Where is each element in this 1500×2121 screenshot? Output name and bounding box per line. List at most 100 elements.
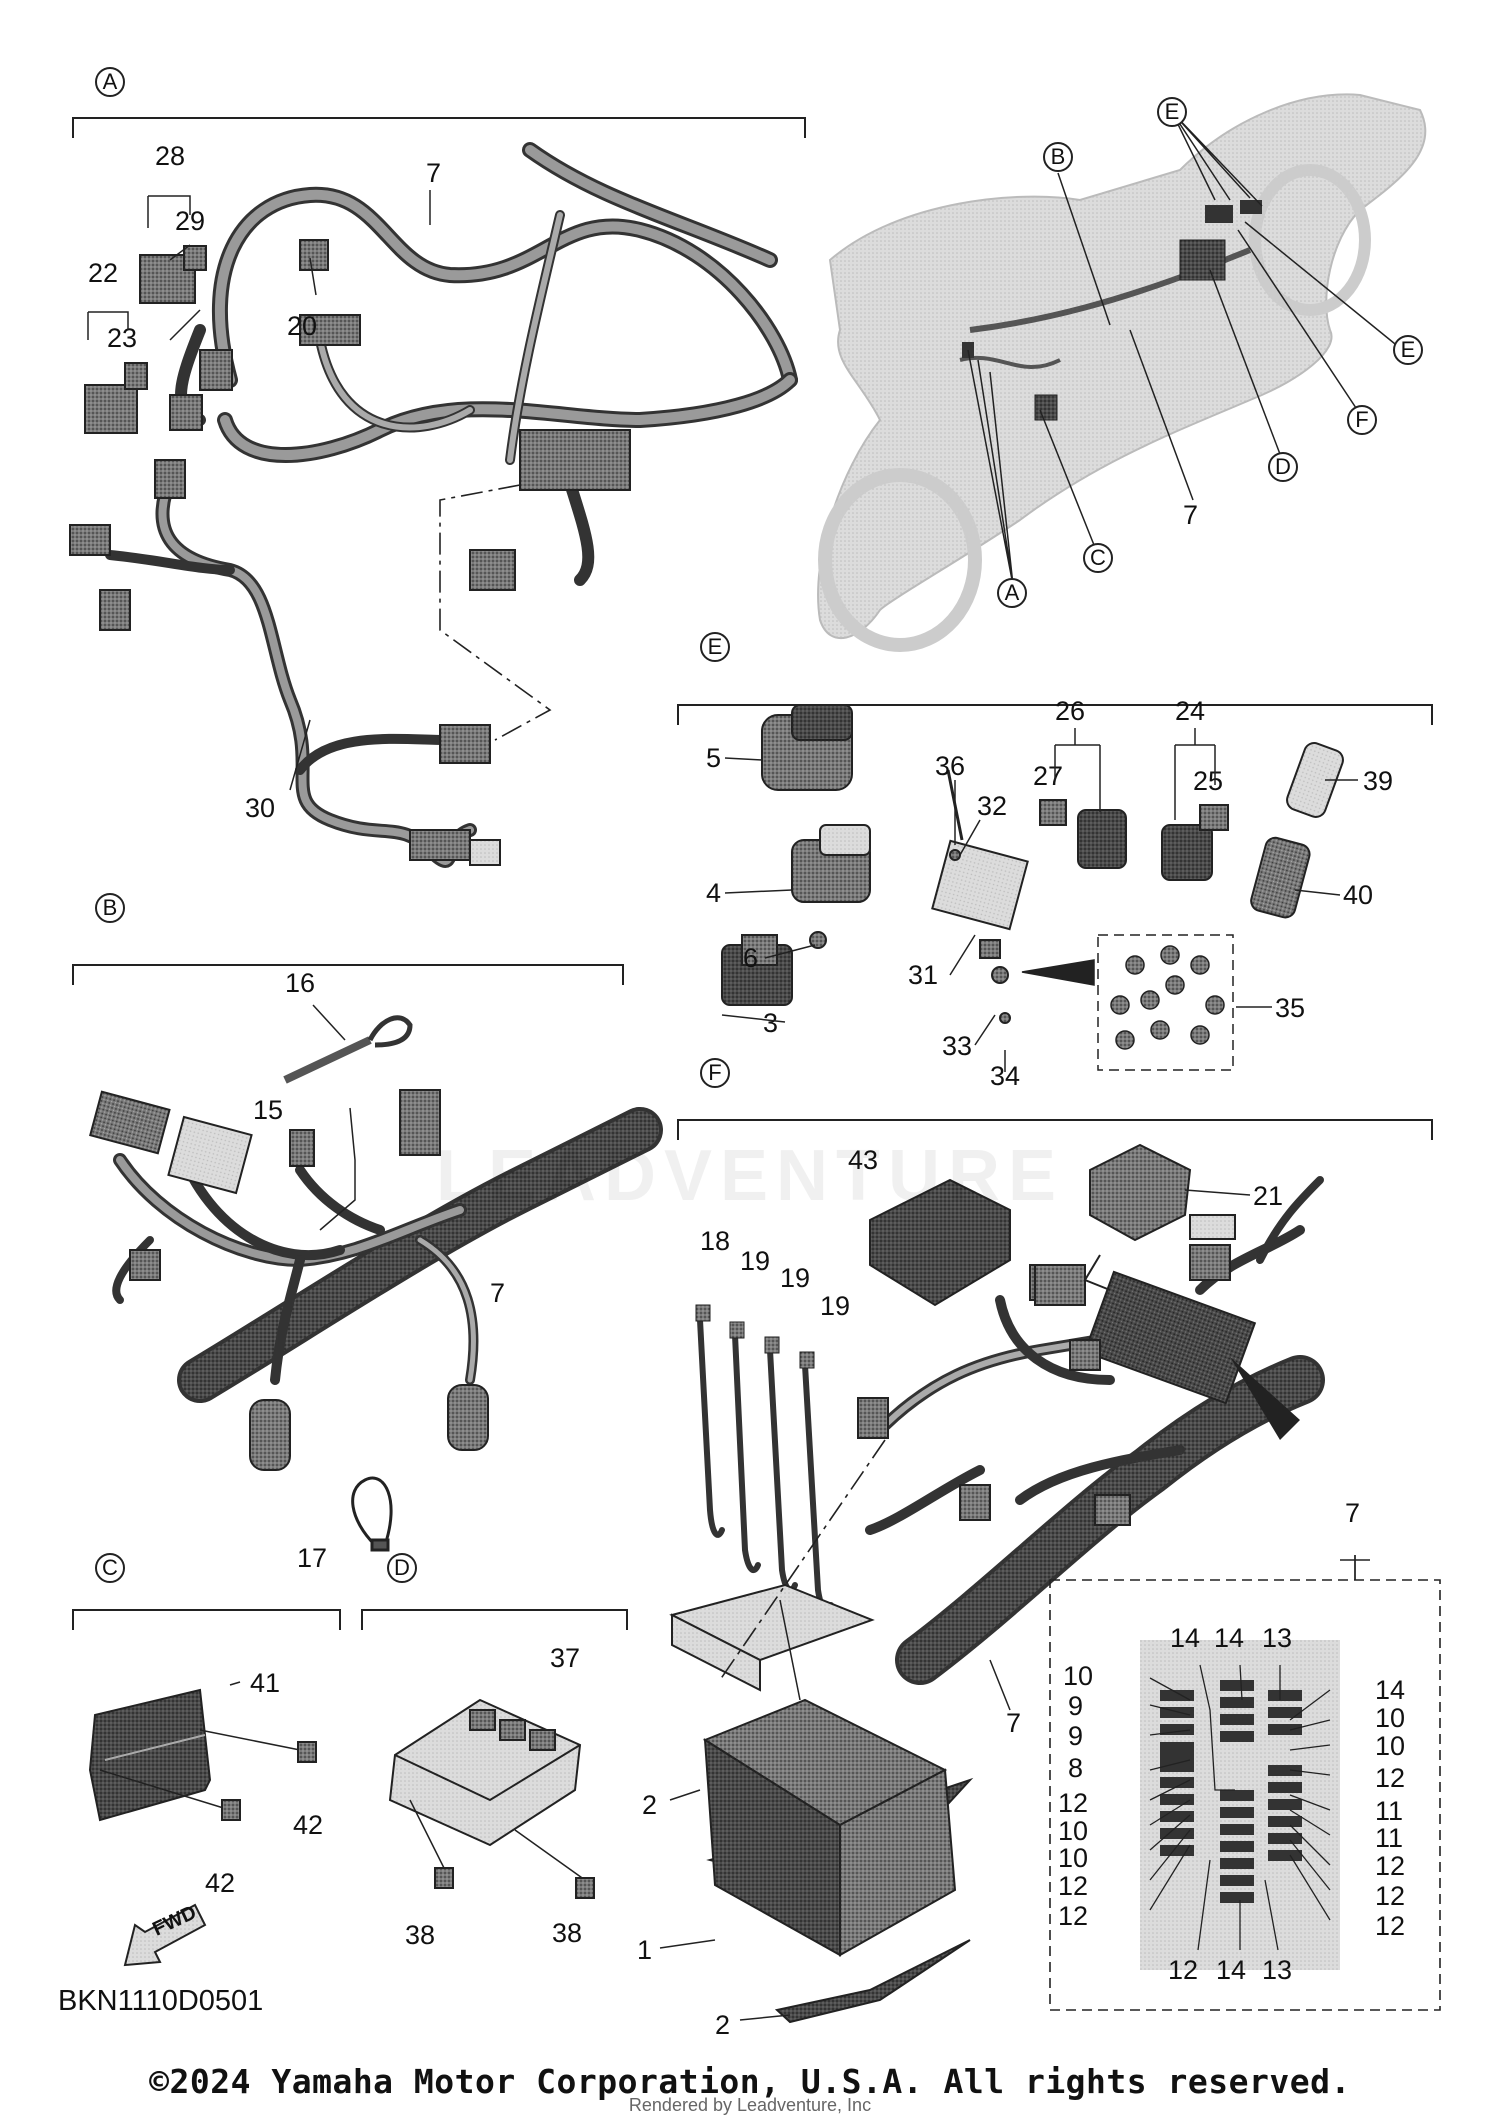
- fuse-label-right-9: 12: [1375, 1911, 1406, 1941]
- label-20: 20: [287, 311, 318, 341]
- label-38-right: 38: [552, 1918, 583, 1948]
- fuse-label-left-4: 8: [1068, 1753, 1084, 1783]
- fuse-label-top-3: 13: [1262, 1623, 1293, 1653]
- fuse-label-right-8: 12: [1375, 1881, 1406, 1911]
- label-1: 1: [637, 1935, 653, 1965]
- label-5: 5: [706, 743, 722, 773]
- harness-a-connectors: [84, 239, 631, 591]
- part-43-21: [869, 1143, 1192, 1307]
- relays-e: [721, 704, 1344, 1024]
- fuse-label-bottom-2: 14: [1216, 1955, 1247, 1985]
- fuse-label-right-5: 11: [1375, 1796, 1404, 1826]
- fuse-slot-center-1: [1220, 1680, 1254, 1691]
- label-43: 43: [848, 1145, 879, 1175]
- fuse-slot-left-3: [1160, 1724, 1194, 1735]
- overview-leaders: [967, 111, 1401, 586]
- leader-15: [319, 1107, 356, 1231]
- label-30: 30: [245, 793, 276, 823]
- fuse-slot-center-8: [1220, 1841, 1254, 1852]
- overview-callout-b: B: [1043, 142, 1073, 172]
- fuse-slot-right-5: [1268, 1782, 1302, 1793]
- overview-label-7: 7: [1183, 500, 1199, 530]
- fuse-label-left-9: 12: [1058, 1901, 1089, 1931]
- label-39: 39: [1363, 766, 1394, 796]
- fuse-label-left-1: 10: [1063, 1661, 1094, 1691]
- fuse-label-right-3: 10: [1375, 1731, 1406, 1761]
- fuse-slot-left-6: [1160, 1794, 1194, 1805]
- harness-f: [865, 1176, 1325, 1685]
- label-19-a: 19: [740, 1246, 771, 1276]
- fuse-slot-right-9: [1268, 1850, 1302, 1861]
- overview-callout-e-right: E: [1393, 335, 1423, 365]
- label-7-fusebox: 7: [1345, 1498, 1361, 1528]
- fuse-slot-center-4: [1220, 1731, 1254, 1742]
- label-37: 37: [550, 1643, 581, 1673]
- fuse-label-bottom-3: 13: [1262, 1955, 1293, 1985]
- harness-b-parts: [89, 1089, 489, 1471]
- label-4: 4: [706, 878, 722, 908]
- label-21: 21: [1253, 1181, 1284, 1211]
- overview-callout-f: F: [1347, 405, 1377, 435]
- fuse-kit-35: [1021, 934, 1234, 1071]
- label-25: 25: [1193, 766, 1224, 796]
- label-26: 26: [1055, 696, 1086, 726]
- label-38-left: 38: [405, 1920, 436, 1950]
- label-35: 35: [1275, 993, 1306, 1023]
- label-23: 23: [107, 323, 138, 353]
- fuse-slot-left-9: [1160, 1845, 1194, 1856]
- overview-callout-a: A: [997, 578, 1027, 608]
- fuse-label-left-7: 10: [1058, 1843, 1089, 1873]
- label-18: 18: [700, 1226, 731, 1256]
- fuse-slot-left-2: [1160, 1707, 1194, 1718]
- harness-f-parts: [857, 1214, 1257, 1526]
- label-42-left: 42: [205, 1868, 236, 1898]
- fuse-label-right-1: 14: [1375, 1675, 1406, 1705]
- ecu-41: [88, 1688, 317, 1822]
- label-28: 28: [155, 141, 186, 171]
- label-36: 36: [935, 751, 966, 781]
- fuse-label-left-8: 12: [1058, 1871, 1089, 1901]
- label-40: 40: [1343, 880, 1374, 910]
- label-15: 15: [253, 1095, 284, 1125]
- label-7-a: 7: [426, 158, 442, 188]
- fuse-label-right-4: 12: [1375, 1763, 1406, 1793]
- label-33: 33: [942, 1031, 973, 1061]
- fuse-slot-right-3: [1268, 1724, 1302, 1735]
- label-2-top: 2: [642, 1790, 658, 1820]
- fuse-label-right-6: 11: [1375, 1823, 1404, 1853]
- fuse-box-detail: [1049, 1555, 1441, 2011]
- label-2-bottom: 2: [715, 2010, 731, 2040]
- leader-a-30: [439, 484, 552, 741]
- fuse-label-right-2: 10: [1375, 1703, 1406, 1733]
- fuse-label-bottom-1: 12: [1168, 1955, 1199, 1985]
- section-a-marker: A: [95, 67, 125, 97]
- fwd-arrow: [123, 1903, 207, 1967]
- section-b-marker: B: [95, 893, 125, 923]
- label-16: 16: [285, 968, 316, 998]
- diagram-code: BKN1110D0501: [58, 1985, 264, 2017]
- fuse-slot-center-9: [1220, 1858, 1254, 1869]
- label-31: 31: [908, 960, 939, 990]
- fuse-slot-center-6: [1220, 1807, 1254, 1818]
- label-41: 41: [250, 1668, 281, 1698]
- tie-16: [283, 1015, 413, 1084]
- fuse-slot-right-6: [1268, 1799, 1302, 1810]
- leader-f-battery: [719, 1439, 886, 1681]
- copyright-notice: ©2024 Yamaha Motor Corporation, U.S.A. A…: [149, 2062, 1351, 2101]
- clamp-17: [351, 1476, 393, 1552]
- label-24: 24: [1175, 696, 1206, 726]
- label-19-c: 19: [820, 1291, 851, 1321]
- harness-a: [175, 142, 798, 586]
- fuse-label-right-7: 12: [1375, 1851, 1406, 1881]
- section-f-marker: F: [700, 1058, 730, 1088]
- section-d-marker: D: [387, 1553, 417, 1583]
- battery-1: [669, 1583, 974, 2024]
- module-37: [388, 1698, 595, 1899]
- harness-30-connectors: [69, 459, 501, 866]
- fuse-label-left-6: 10: [1058, 1816, 1089, 1846]
- fuse-label-left-3: 9: [1068, 1721, 1084, 1751]
